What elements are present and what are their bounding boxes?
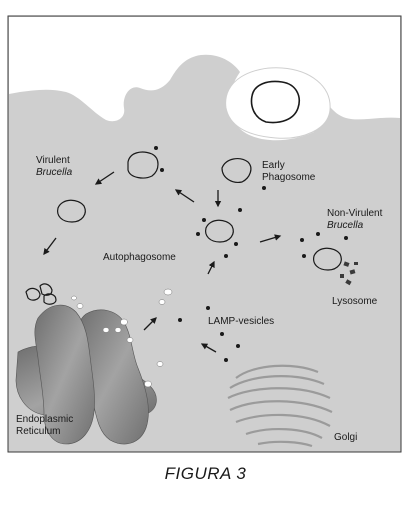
label-er-line2: Reticulum [16, 426, 61, 437]
label-early-line2: Phagosome [262, 172, 316, 183]
label-nonvirulent-line2: Brucella [327, 220, 364, 231]
virulent-brucella-vacuole-top [127, 151, 159, 179]
label-autophagosome: Autophagosome [103, 252, 176, 263]
bacterium-entering-icon [250, 80, 300, 124]
label-early-phagosome: Early Phagosome [262, 160, 315, 184]
pathway-arrows [43, 171, 282, 353]
endoplasmic-reticulum-icon [15, 304, 157, 445]
label-endoplasmic-reticulum: Endoplasmic Reticulum [16, 414, 73, 438]
fragment-3 [43, 293, 57, 305]
label-virulent-line2: Brucella [36, 167, 73, 178]
label-virulent-line1: Virulent [36, 155, 70, 166]
virulent-brucella-vacuole-mid [57, 199, 86, 223]
vesicle-dots [154, 146, 348, 362]
label-golgi: Golgi [334, 432, 358, 443]
label-er-line1: Endoplasmic [16, 414, 74, 425]
extracellular-space [9, 17, 400, 141]
label-nonvirulent-brucella: Non-Virulent Brucella [327, 208, 382, 232]
golgi-apparatus-icon [227, 364, 333, 448]
label-virulent-brucella: Virulent Brucella [36, 155, 72, 179]
early-phagosome-vacuole [221, 158, 252, 183]
phagocytic-cup [225, 67, 331, 139]
figure-caption: FIGURA 3 [164, 464, 247, 483]
fragment-1 [25, 287, 41, 301]
label-lamp-vesicles: LAMP-vesicles [208, 316, 275, 327]
label-lysosome: Lysosome [332, 296, 378, 307]
lamp-vesicles-icon [71, 288, 173, 388]
lysosome-particles [340, 261, 358, 286]
nonvirulent-brucella-vacuole [313, 247, 342, 271]
label-nonvirulent-line1: Non-Virulent [327, 208, 383, 219]
phagosome-center [205, 219, 234, 243]
label-early-line1: Early [262, 160, 285, 171]
